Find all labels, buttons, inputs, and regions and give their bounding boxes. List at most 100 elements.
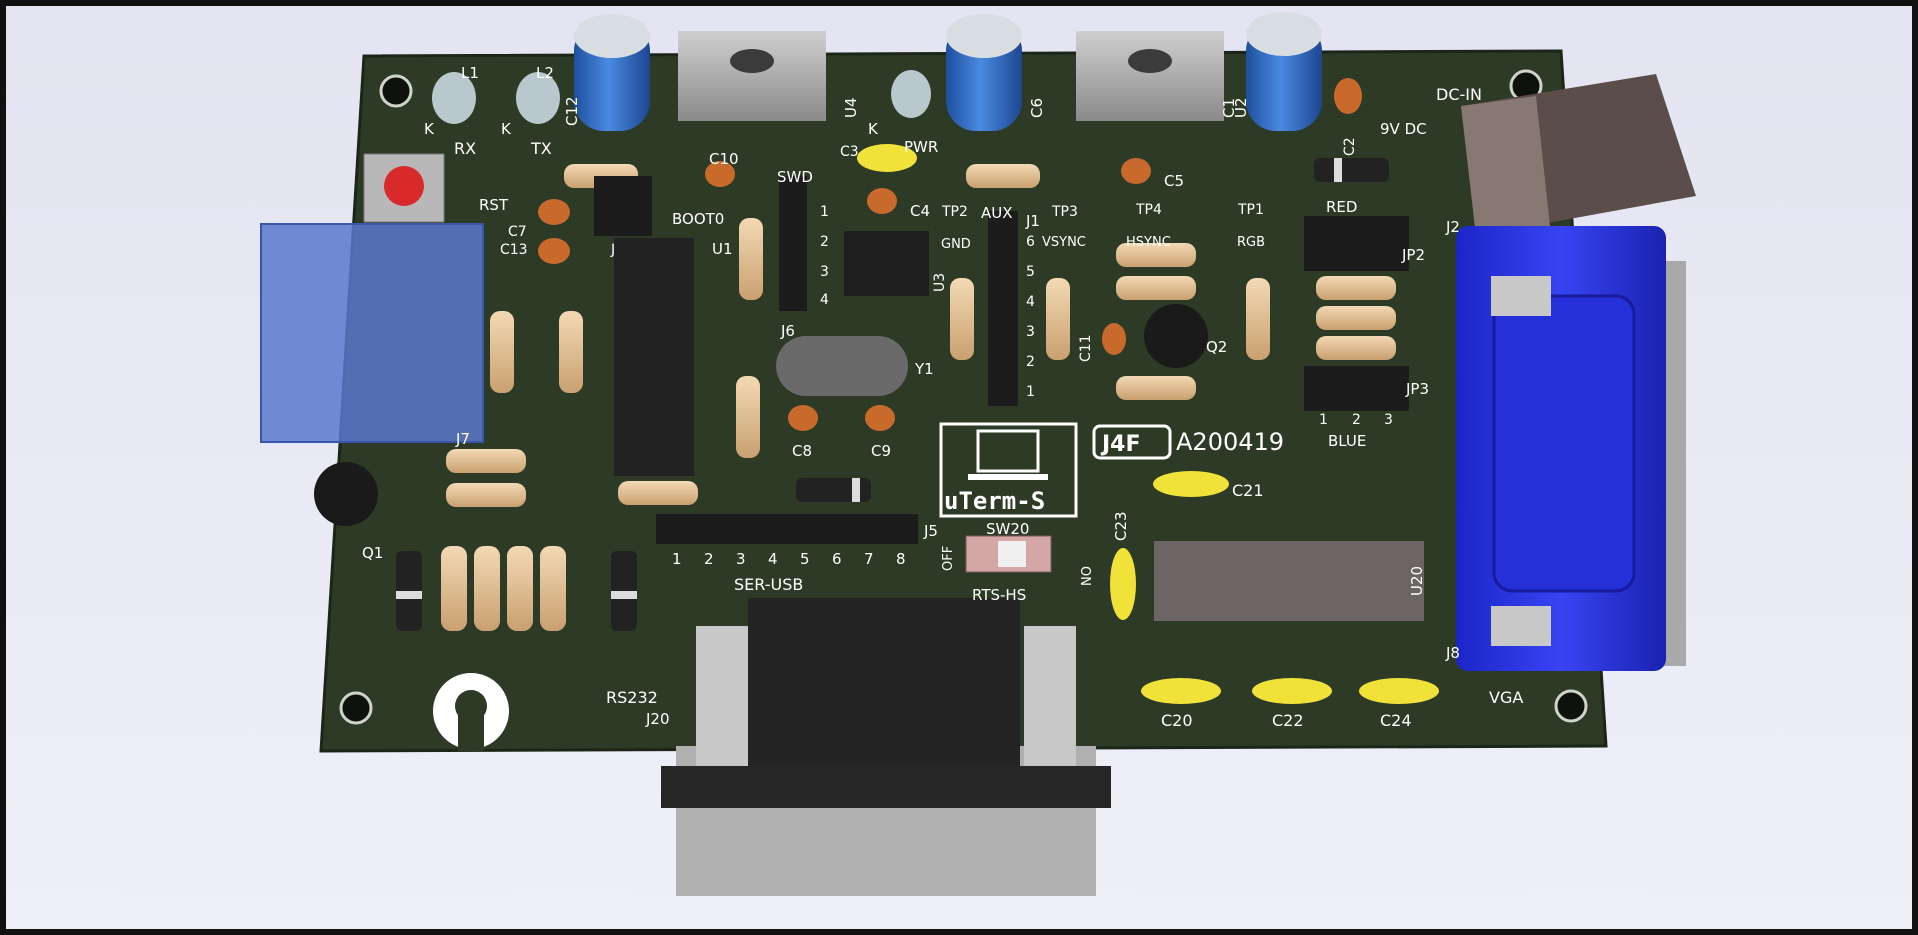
label-rs232: RS232 [606, 688, 658, 707]
label-j6: J6 [780, 322, 795, 340]
label-c8: C8 [792, 442, 812, 460]
label-u2: U2 [1232, 97, 1250, 118]
j1-pin-5: 5 [1026, 264, 1035, 280]
diodes [396, 158, 1389, 631]
label-swd: SWD [777, 168, 813, 186]
j5-pin-3: 3 [736, 550, 746, 568]
label-q2: Q2 [1206, 338, 1227, 356]
label-rts-hs: RTS-HS [972, 586, 1026, 604]
label-9v-dc: 9V DC [1380, 120, 1427, 138]
j6-pin-4: 4 [820, 292, 829, 308]
label-k3: K [868, 120, 879, 138]
ic-u3 [844, 231, 929, 296]
label-c24: C24 [1380, 711, 1412, 730]
label-blue: BLUE [1328, 432, 1366, 450]
j5-pin-4: 4 [768, 550, 778, 568]
label-c5: C5 [1164, 172, 1184, 190]
label-j2: J2 [1445, 218, 1460, 236]
label-u3: U3 [932, 273, 948, 292]
label-u1: U1 [712, 240, 733, 258]
label-j20: J20 [645, 710, 670, 728]
label-rx: RX [454, 139, 476, 158]
j5-pin-6: 6 [832, 550, 842, 568]
label-c22: C22 [1272, 711, 1304, 730]
j6-pin-1: 1 [820, 204, 829, 220]
label-k1: K [424, 120, 435, 138]
label-c13: C13 [500, 242, 528, 258]
label-j1: J1 [1025, 212, 1040, 230]
j5-pin-1: 1 [672, 550, 682, 568]
label-c11: C11 [1078, 334, 1094, 362]
label-l2: L2 [536, 64, 554, 82]
label-c10: C10 [709, 150, 739, 168]
label-jp3: JP3 [1405, 380, 1429, 398]
label-sw20: SW20 [986, 520, 1029, 538]
label-gnd: GND [941, 237, 971, 252]
label-j5: J5 [923, 522, 938, 540]
label-c21: C21 [1232, 481, 1264, 500]
label-c7: C7 [508, 224, 527, 240]
jp3-pin-2: 2 [1352, 412, 1361, 428]
j1-pin-3: 3 [1026, 324, 1035, 340]
usb-connector [260, 223, 484, 443]
label-rgb: RGB [1237, 235, 1265, 250]
electrolytic-capacitors [574, 12, 1322, 131]
j5-pin-8: 8 [896, 550, 906, 568]
label-ser-usb: SER-USB [734, 575, 803, 594]
label-rst: RST [479, 196, 509, 214]
open-hardware-logo [433, 673, 509, 751]
label-c1: C1 [1220, 98, 1238, 118]
crystal-y1 [776, 336, 908, 396]
dc-jack [1461, 74, 1696, 236]
label-aux: AUX [981, 204, 1013, 222]
silkscreen-labels: L1 L2 K K K RX TX C12 U4 C6 U2 C1 C2 DC-… [362, 64, 1523, 730]
label-c23: C23 [1112, 511, 1130, 541]
voltage-regulators [678, 31, 1224, 121]
ic-u1 [614, 238, 694, 476]
label-tx: TX [530, 139, 552, 158]
pin-headers [594, 176, 1409, 544]
j5-pin-7: 7 [864, 550, 874, 568]
label-j3: J [610, 242, 615, 258]
leds [432, 70, 931, 124]
j5-pin-2: 2 [704, 550, 714, 568]
ic-u20 [1154, 541, 1424, 621]
jp3-pin-3: 3 [1384, 412, 1393, 428]
label-c2: C2 [1342, 137, 1358, 156]
j1-pin-6: 6 [1026, 234, 1035, 250]
reset-button [363, 153, 445, 223]
label-l1: L1 [461, 64, 479, 82]
label-u20: U20 [1408, 566, 1426, 596]
j1-pin-2: 2 [1026, 354, 1035, 370]
uterm-logo-box [939, 422, 1078, 518]
board-part-number: A200419 [1176, 428, 1284, 456]
mounting-holes [339, 69, 1588, 725]
label-tp4: TP4 [1135, 202, 1162, 218]
j6-pin-2: 2 [820, 234, 829, 250]
label-vga: VGA [1489, 688, 1523, 707]
label-k2: K [501, 120, 512, 138]
label-boot0: BOOT0 [672, 210, 724, 228]
label-tp2: TP2 [941, 204, 968, 220]
label-red: RED [1326, 198, 1357, 216]
label-hsync: HSYNC [1126, 235, 1171, 250]
transistors [314, 304, 1208, 526]
label-dc-in: DC-IN [1436, 85, 1482, 104]
label-c12: C12 [563, 96, 581, 126]
ceramic-capacitors-orange [538, 78, 1362, 431]
j5-pin-5: 5 [800, 550, 810, 568]
label-c4: C4 [910, 202, 930, 220]
slide-switch-sw20 [965, 535, 1052, 573]
label-y1: Y1 [914, 360, 934, 378]
label-u4: U4 [842, 97, 860, 118]
label-pwr: PWR [904, 138, 938, 156]
j1-pin-1: 1 [1026, 384, 1035, 400]
rs232-connector [661, 598, 1111, 896]
j6-pin-3: 3 [820, 264, 829, 280]
label-c6: C6 [1028, 98, 1046, 118]
label-c9: C9 [871, 442, 891, 460]
label-j8: J8 [1445, 644, 1460, 662]
label-tp1: TP1 [1237, 202, 1264, 218]
vga-connector [1456, 226, 1686, 671]
label-tp3: TP3 [1051, 204, 1078, 220]
